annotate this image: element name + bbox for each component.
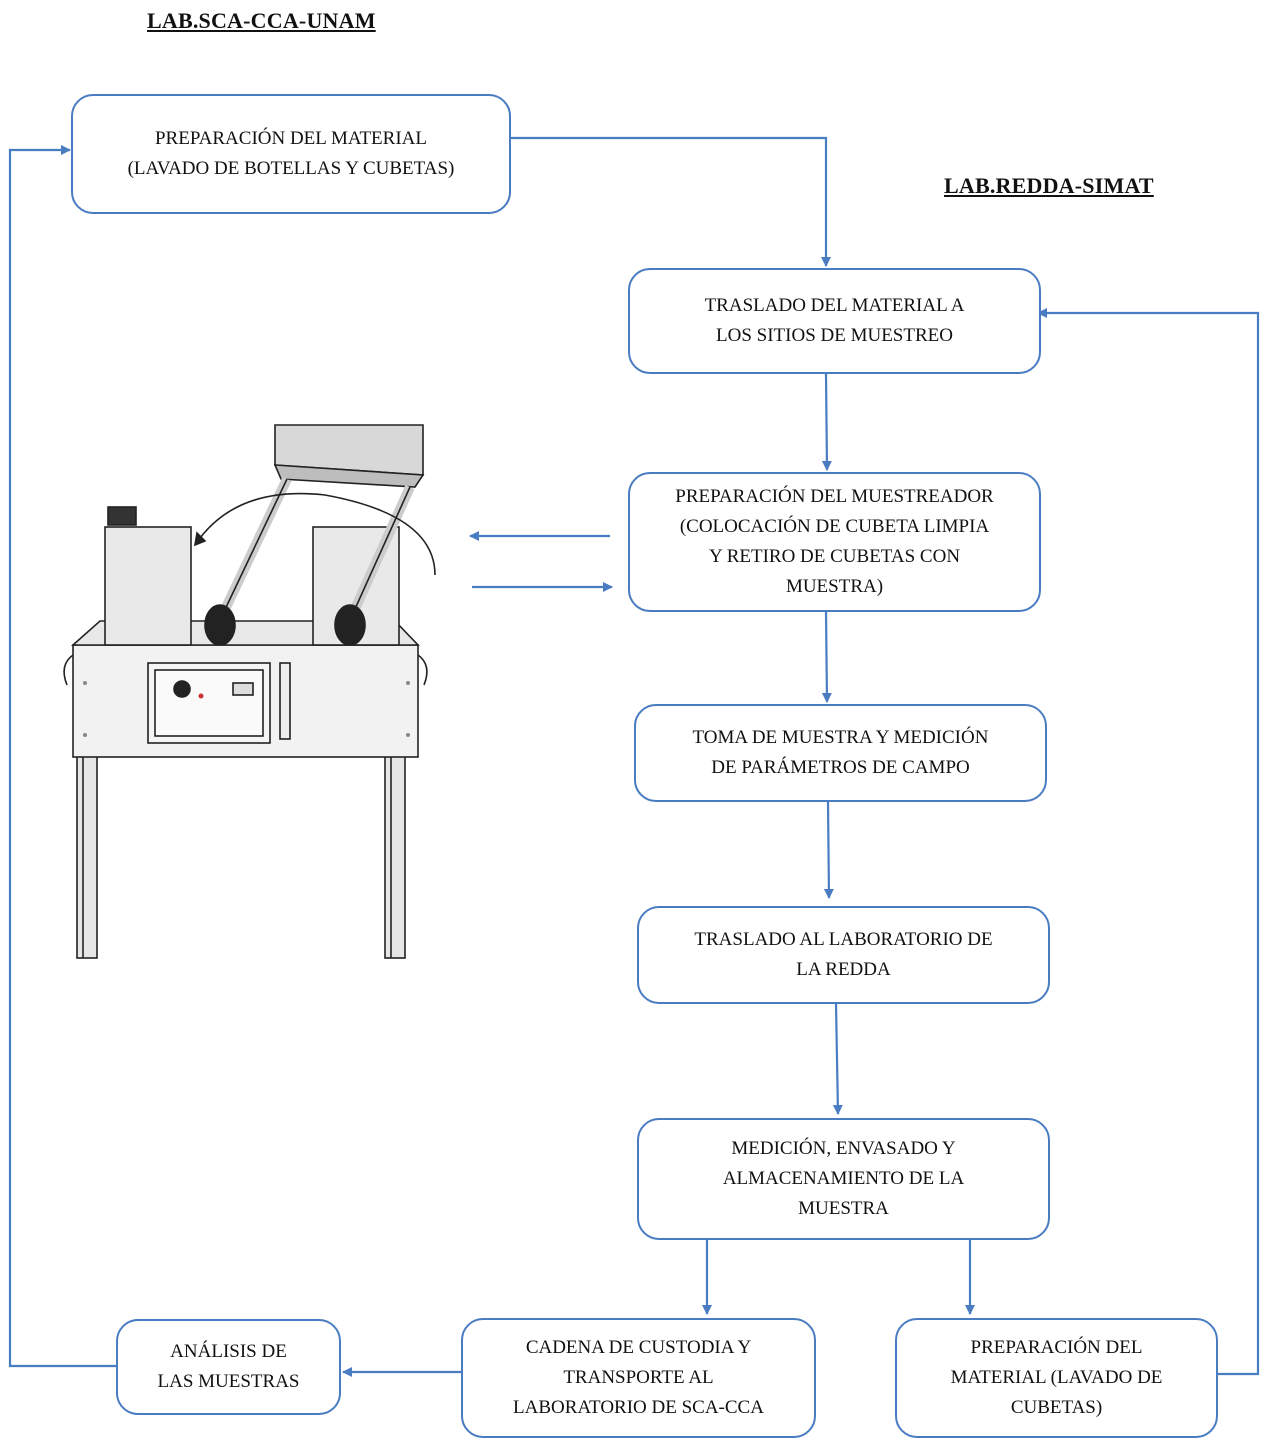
heading-sca-unam: LAB.SCA-CCA-UNAM bbox=[147, 8, 376, 33]
step-medicion-envasado: MEDICIÓN, ENVASADO Y ALMACENAMIENTO DE L… bbox=[637, 1118, 1050, 1240]
step-traslado-laboratorio: TRASLADO AL LABORATORIO DE LA REDDA bbox=[637, 906, 1050, 1004]
step-text: CUBETAS) bbox=[1010, 1397, 1103, 1418]
step-text: TOMA DE MUESTRA Y MEDICIÓN bbox=[692, 727, 989, 748]
step-preparacion-cubetas: PREPARACIÓN DEL MATERIAL (LAVADO DE CUBE… bbox=[895, 1318, 1218, 1438]
arrow-prep-cubetas-to-traslado bbox=[1037, 308, 1260, 1376]
arrow-traslado-lab-to-medicion bbox=[832, 1003, 843, 1115]
step-preparacion-muestreador: PREPARACIÓN DEL MUESTREADOR (COLOCACIÓN … bbox=[628, 472, 1041, 612]
step-text: LA REDDA bbox=[796, 959, 891, 980]
step-text: LABORATORIO DE SCA-CCA bbox=[513, 1397, 764, 1418]
step-text: TRANSPORTE AL bbox=[563, 1367, 714, 1388]
step-text: MUESTRA bbox=[798, 1198, 889, 1219]
heading-redda-simat: LAB.REDDA-SIMAT bbox=[944, 173, 1154, 198]
arrow-analisis-to-prep-material bbox=[8, 145, 116, 1368]
step-text: PREPARACIÓN DEL bbox=[970, 1337, 1143, 1358]
step-text: CADENA DE CUSTODIA Y bbox=[525, 1337, 752, 1358]
arrow-prep-to-traslado bbox=[510, 136, 831, 267]
arrow-traslado-to-muestreador bbox=[821, 373, 832, 471]
step-text: (LAVADO DE BOTELLAS Y CUBETAS) bbox=[127, 158, 455, 179]
step-text: ALMACENAMIENTO DE LA bbox=[722, 1168, 965, 1189]
step-text: MATERIAL (LAVADO DE bbox=[950, 1367, 1163, 1388]
step-cadena-custodia: CADENA DE CUSTODIA Y TRANSPORTE AL LABOR… bbox=[461, 1318, 816, 1438]
step-traslado-material: TRASLADO DEL MATERIAL A LOS SITIOS DE MU… bbox=[628, 268, 1041, 374]
step-text: ANÁLISIS DE bbox=[170, 1341, 287, 1362]
step-text: PREPARACIÓN DEL MATERIAL bbox=[154, 128, 427, 149]
step-text: Y RETIRO DE CUBETAS CON bbox=[708, 546, 961, 567]
step-text: TRASLADO AL LABORATORIO DE bbox=[694, 929, 993, 950]
step-text: DE PARÁMETROS DE CAMPO bbox=[711, 757, 970, 778]
step-preparacion-material: PREPARACIÓN DEL MATERIAL (LAVADO DE BOTE… bbox=[71, 94, 511, 214]
step-text: MUESTRA) bbox=[785, 576, 884, 597]
step-text: LOS SITIOS DE MUESTREO bbox=[716, 325, 953, 346]
step-text: LAS MUESTRAS bbox=[157, 1371, 300, 1392]
arrow-toma-to-traslado-lab bbox=[823, 801, 834, 899]
sampler-illustration bbox=[63, 424, 436, 959]
arrow-muestreador-to-toma bbox=[821, 611, 832, 703]
step-text: PREPARACIÓN DEL MUESTREADOR bbox=[675, 486, 994, 507]
step-text: MEDICIÓN, ENVASADO Y bbox=[731, 1138, 956, 1159]
step-text: TRASLADO DEL MATERIAL A bbox=[704, 295, 965, 316]
step-toma-muestra: TOMA DE MUESTRA Y MEDICIÓN DE PARÁMETROS… bbox=[634, 704, 1047, 802]
step-analisis-muestras: ANÁLISIS DE LAS MUESTRAS bbox=[116, 1319, 341, 1415]
step-text: (COLOCACIÓN DE CUBETA LIMPIA bbox=[679, 516, 990, 537]
